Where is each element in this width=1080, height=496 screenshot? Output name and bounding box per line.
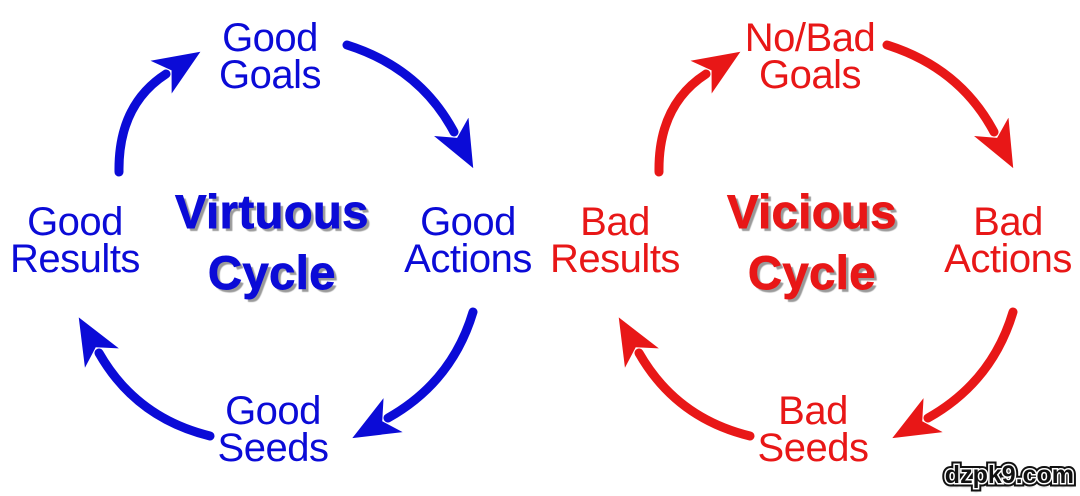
node-nobad-goals: No/Bad Goals (690, 16, 930, 97)
node-line: Bad (973, 200, 1043, 244)
node-line: Bad (778, 389, 848, 433)
arrow-seeds-to-results (618, 317, 755, 441)
node-line: Seeds (757, 426, 869, 470)
arrow-goals-to-actions (882, 40, 1014, 169)
node-line: Good (222, 16, 318, 60)
node-line: No/Bad (744, 16, 876, 60)
virtuous-cycle-arrows (78, 40, 478, 441)
node-bad-results: Bad Results (495, 200, 735, 281)
virtuous-cycle: Good Goals Good Actions Good Seeds Good … (0, 16, 532, 470)
arrow-results-to-goals (114, 51, 201, 177)
node-line: Seeds (217, 426, 329, 470)
watermark-inner-outline: dzpk9.com (943, 460, 1075, 491)
title-line: Vicious (727, 185, 897, 239)
node-line: Results (10, 237, 140, 281)
node-line: Actions (944, 237, 1072, 281)
watermark-text: dzpk9.com (944, 461, 1074, 489)
watermark: dzpk9.com dzpk9.com dzpk9.com (941, 458, 1077, 493)
node-line: Actions (404, 237, 532, 281)
title-line: Cycle (748, 246, 876, 300)
node-bad-actions: Bad Actions (888, 200, 1080, 281)
arrow-results-to-goals (654, 51, 741, 177)
node-line: Good (420, 200, 516, 244)
node-line: Good (225, 389, 321, 433)
arrow-actions-to-seeds (892, 307, 1018, 439)
arrow-goals-to-actions (342, 40, 474, 169)
title-line: Cycle (208, 246, 336, 300)
watermark-outline: dzpk9.com (941, 458, 1077, 493)
vicious-cycle: No/Bad Goals Bad Actions Bad Seeds Bad R… (540, 0, 1080, 496)
arrow-actions-to-seeds (352, 307, 478, 439)
node-line: Results (550, 237, 680, 281)
node-line: Bad (580, 200, 650, 244)
vicious-cycle-arrows (618, 40, 1018, 441)
virtuous-cycle-title: Virtuous Cycle (152, 181, 392, 303)
vicious-cycle-title: Vicious Cycle (692, 181, 932, 303)
arrow-seeds-to-results (78, 317, 215, 441)
node-good-goals: Good Goals (150, 16, 390, 97)
node-line: Goals (219, 53, 322, 97)
node-bad-seeds: Bad Seeds (693, 389, 933, 470)
node-good-actions: Good Actions (348, 200, 588, 281)
node-line: Goals (759, 53, 862, 97)
title-line: Virtuous (175, 185, 369, 239)
node-good-seeds: Good Seeds (153, 389, 393, 470)
node-good-results: Good Results (0, 200, 195, 281)
node-line: Good (27, 200, 123, 244)
